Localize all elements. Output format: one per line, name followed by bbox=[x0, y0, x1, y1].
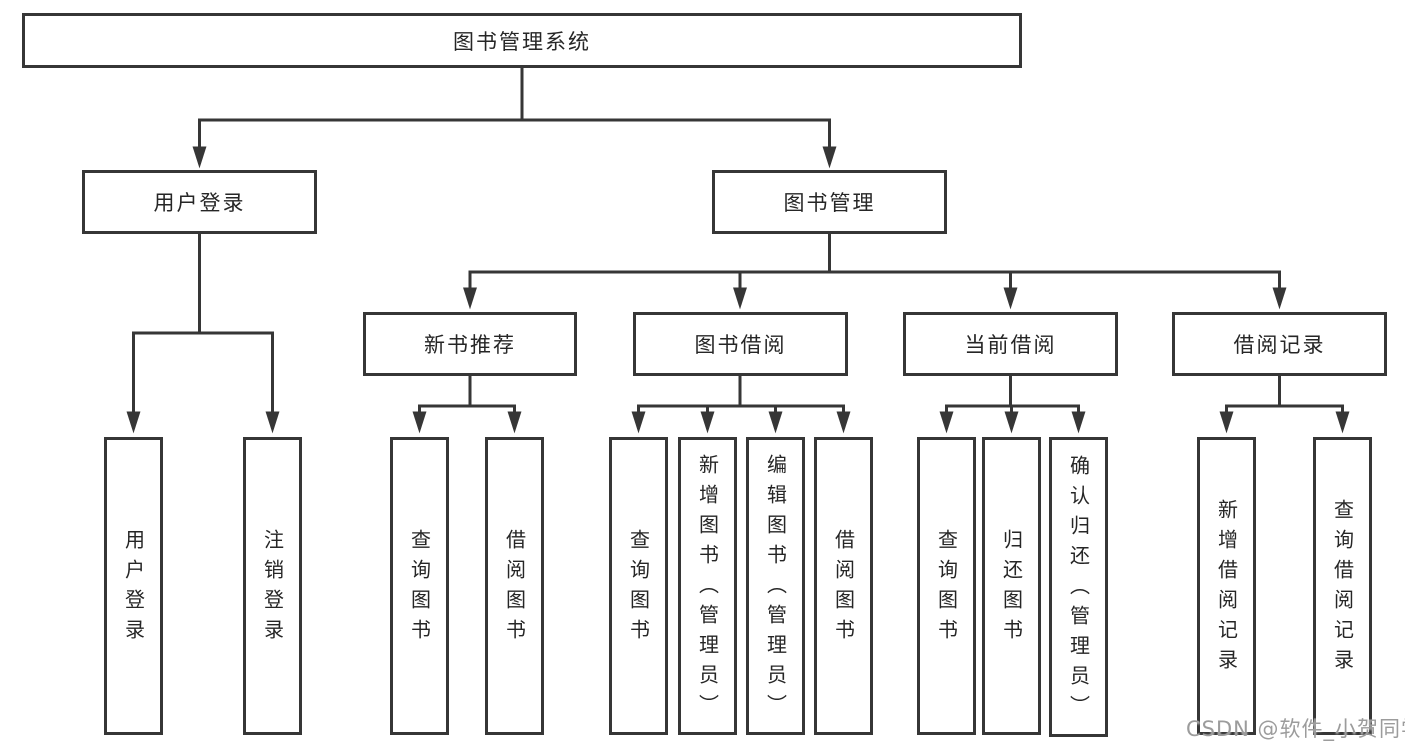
leaf-borrow-add-book-admin: 新增图书（管理员） bbox=[678, 437, 737, 735]
leaf-record-add-borrow-record: 新增借阅记录 bbox=[1197, 437, 1256, 735]
csdn-watermark: CSDN @软件_小贺同学 bbox=[1186, 717, 1405, 741]
node-borrowing-records: 借阅记录 bbox=[1172, 312, 1387, 376]
leaf-logout: 注销登录 bbox=[243, 437, 302, 735]
node-current-borrowing: 当前借阅 bbox=[903, 312, 1118, 376]
leaf-current-return-book: 归还图书 bbox=[982, 437, 1041, 735]
leaf-user-login: 用户登录 bbox=[104, 437, 163, 735]
node-new-book-recommendation: 新书推荐 bbox=[363, 312, 577, 376]
node-book-management: 图书管理 bbox=[712, 170, 947, 234]
leaf-current-query-book: 查询图书 bbox=[917, 437, 976, 735]
node-library-management-system: 图书管理系统 bbox=[22, 13, 1022, 68]
leaf-borrow-borrow-book: 借阅图书 bbox=[814, 437, 873, 735]
leaf-borrow-edit-book-admin: 编辑图书（管理员） bbox=[746, 437, 805, 735]
leaf-current-confirm-return-admin: 确认归还（管理员） bbox=[1049, 437, 1108, 737]
leaf-recommend-borrow-book: 借阅图书 bbox=[485, 437, 544, 735]
leaf-record-query-borrow-record: 查询借阅记录 bbox=[1313, 437, 1372, 735]
node-user-login: 用户登录 bbox=[82, 170, 317, 234]
node-book-borrowing: 图书借阅 bbox=[633, 312, 848, 376]
leaf-borrow-query-book: 查询图书 bbox=[609, 437, 668, 735]
leaf-recommend-query-book: 查询图书 bbox=[390, 437, 449, 735]
